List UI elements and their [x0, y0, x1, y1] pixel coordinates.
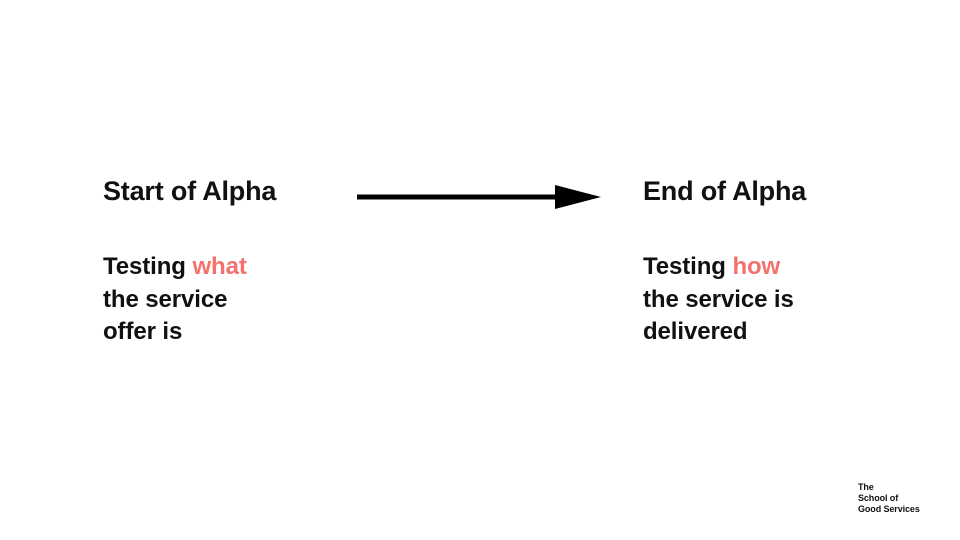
body-prefix-right: Testing — [643, 253, 733, 281]
arrow-connector — [355, 180, 605, 214]
body-line2-left: the service — [103, 285, 228, 313]
body-prefix-left: Testing — [103, 253, 193, 281]
body-start-of-alpha: Testing what the service offer is — [103, 251, 353, 349]
body-line3-right: delivered — [643, 318, 748, 346]
heading-start-of-alpha: Start of Alpha — [103, 176, 277, 206]
accent-word-what: what — [192, 253, 247, 281]
arrow-head — [555, 185, 601, 209]
accent-word-how: how — [732, 253, 781, 281]
body-line3-left: offer is — [103, 318, 183, 346]
column-start-of-alpha: Start of Alpha Testing what the service … — [103, 176, 353, 349]
body-end-of-alpha: Testing how the service is delivered — [643, 251, 903, 349]
logo-school-of-good-services: The School of Good Services — [858, 482, 948, 515]
logo-line-1: The — [858, 482, 874, 492]
heading-end-of-alpha: End of Alpha — [643, 176, 807, 206]
column-end-of-alpha: End of Alpha Testing how the service is … — [643, 176, 903, 349]
right-arrow-icon — [357, 185, 601, 209]
body-line2-right: the service is — [643, 285, 794, 313]
logo-line-3: Good Services — [858, 503, 920, 514]
logo-line-2: School of — [858, 492, 899, 503]
